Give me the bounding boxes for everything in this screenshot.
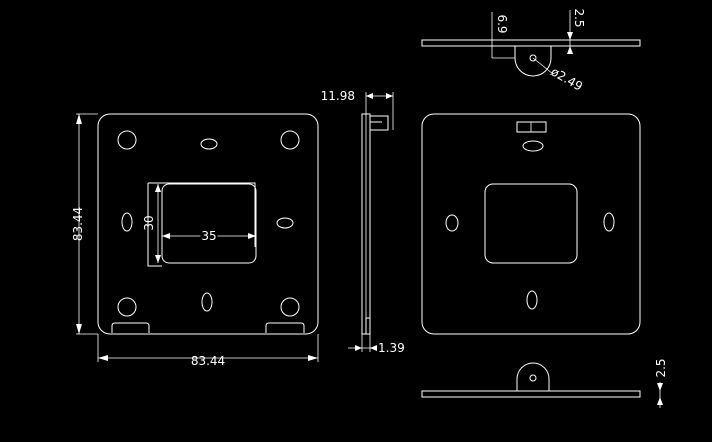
dim-arrows: [155, 184, 161, 263]
back-tab: [516, 121, 547, 133]
dim-height-label: 83.44: [71, 207, 85, 241]
bottom-tab: [265, 322, 305, 333]
slot-vertical: [603, 212, 615, 232]
dim-window-height-label: 30: [142, 215, 156, 230]
tab-hole: [529, 374, 537, 382]
dim-arrows: [355, 345, 377, 351]
top-tab-profile: [514, 46, 552, 77]
bottom-tab: [111, 322, 150, 333]
dim-arrows: [567, 32, 573, 54]
dim-window-width-label: 35: [201, 229, 216, 243]
dim-top-6-9-label: 6.9: [495, 14, 509, 33]
back-window: [484, 183, 578, 264]
side-view: 11.98 1.39: [321, 89, 405, 355]
side-tab: [370, 115, 389, 131]
dim-bottom-2-5-label: 2.5: [654, 358, 668, 377]
dim-arrows: [366, 93, 393, 99]
slot-horizontal: [522, 140, 544, 152]
window-recess: [147, 182, 256, 267]
dim-top-2-5-label: 2.5: [572, 8, 586, 27]
corner-hole: [280, 130, 300, 150]
side-foot: [365, 317, 370, 334]
dim-hole-diameter-label: ø2.49: [549, 64, 585, 93]
dim-thickness-label: 1.39: [378, 341, 405, 355]
slot-vertical: [121, 212, 133, 232]
dim-width-label: 83.44: [191, 354, 225, 368]
tab-hole: [529, 54, 537, 62]
front-view: 83.44 83.44 30 35: [71, 113, 319, 368]
slot-vertical: [445, 214, 459, 232]
corner-hole: [117, 130, 137, 150]
back-plate-outline: [421, 113, 641, 335]
corner-hole: [117, 297, 137, 317]
bottom-plate-edge: [421, 390, 641, 398]
bottom-view: 2.5: [421, 358, 668, 408]
slot-vertical: [526, 290, 538, 310]
corner-hole: [280, 297, 300, 317]
bottom-tab-profile: [516, 362, 550, 391]
front-plate-outline: [97, 113, 319, 335]
window-opening: [161, 183, 257, 264]
dim-side-offset-label: 11.98: [321, 89, 355, 103]
top-view: 6.9 2.5 ø2.49: [421, 8, 641, 94]
top-plate-edge: [421, 39, 641, 47]
dim-arrows: [657, 383, 663, 405]
leader-line: [532, 57, 554, 75]
slot-horizontal: [200, 138, 218, 150]
back-view: [421, 113, 641, 335]
slot-vertical: [201, 292, 213, 312]
slot-horizontal: [276, 217, 294, 229]
